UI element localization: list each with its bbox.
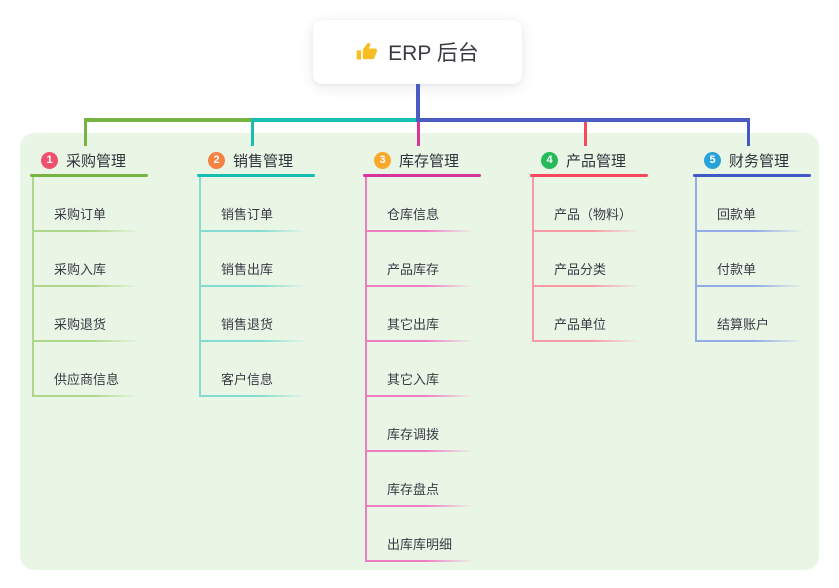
child-node[interactable]: 采购退货 xyxy=(32,287,142,342)
branch-label: 产品管理 xyxy=(566,152,627,170)
child-label: 客户信息 xyxy=(221,372,274,387)
child-node[interactable]: 仓库信息 xyxy=(365,177,475,232)
bus-segment-left xyxy=(84,118,252,122)
child-node[interactable]: 结算账户 xyxy=(695,287,805,342)
child-label: 采购订单 xyxy=(54,207,107,222)
branch-finance-management: 5 财务管理 回款单 付款单 结算账户 xyxy=(693,122,823,342)
branch-label: 财务管理 xyxy=(729,152,790,170)
branch-product-management: 4 产品管理 产品（物料） 产品分类 产品单位 xyxy=(530,122,660,342)
child-label: 结算账户 xyxy=(717,317,770,332)
child-label: 库存调拨 xyxy=(387,427,440,442)
child-label: 采购入库 xyxy=(54,262,107,277)
child-label: 回款单 xyxy=(717,207,757,222)
branch-label: 库存管理 xyxy=(399,152,460,170)
branch-drop-line xyxy=(584,122,587,146)
branch-label: 采购管理 xyxy=(66,152,127,170)
branch-header[interactable]: 2 销售管理 xyxy=(197,146,327,174)
branch-header[interactable]: 1 采购管理 xyxy=(30,146,160,174)
branch-underline xyxy=(693,174,811,177)
child-label: 产品库存 xyxy=(387,262,440,277)
branch-drop-line xyxy=(417,122,420,146)
root-node[interactable]: ERP 后台 xyxy=(313,20,522,84)
child-label: 付款单 xyxy=(717,262,757,277)
bus-segment-right xyxy=(416,118,750,122)
child-node[interactable]: 产品单位 xyxy=(532,287,642,342)
child-label: 销售退货 xyxy=(221,317,274,332)
branch-sales-management: 2 销售管理 销售订单 销售出库 销售退货 客户信息 xyxy=(197,122,327,397)
child-node[interactable]: 其它出库 xyxy=(365,287,475,342)
branch-drop-line xyxy=(747,122,750,146)
child-label: 仓库信息 xyxy=(387,207,440,222)
branch-number-badge: 2 xyxy=(208,151,225,169)
branch-underline xyxy=(363,174,481,177)
child-label: 库存盘点 xyxy=(387,482,440,497)
branch-drop-line xyxy=(84,122,87,146)
child-label: 销售订单 xyxy=(221,207,274,222)
child-node[interactable]: 付款单 xyxy=(695,232,805,287)
branch-underline xyxy=(530,174,648,177)
child-label: 销售出库 xyxy=(221,262,274,277)
child-node[interactable]: 产品库存 xyxy=(365,232,475,287)
child-label: 采购退货 xyxy=(54,317,107,332)
mindmap-canvas-panel xyxy=(20,133,819,570)
trunk-line xyxy=(416,84,420,122)
child-label: 供应商信息 xyxy=(54,372,120,387)
child-label: 出库库明细 xyxy=(387,537,453,552)
child-label: 其它出库 xyxy=(387,317,440,332)
child-node[interactable]: 产品分类 xyxy=(532,232,642,287)
child-node[interactable]: 其它入库 xyxy=(365,342,475,397)
child-label: 其它入库 xyxy=(387,372,440,387)
branch-underline xyxy=(197,174,315,177)
child-node[interactable]: 销售出库 xyxy=(199,232,309,287)
child-node[interactable]: 采购订单 xyxy=(32,177,142,232)
child-node[interactable]: 出库库明细 xyxy=(365,507,475,562)
child-node[interactable]: 客户信息 xyxy=(199,342,309,397)
branch-number-badge: 1 xyxy=(41,151,58,169)
root-label: ERP 后台 xyxy=(388,42,479,65)
child-node[interactable]: 产品（物料） xyxy=(532,177,642,232)
branch-header[interactable]: 5 财务管理 xyxy=(693,146,823,174)
child-label: 产品（物料） xyxy=(554,207,633,222)
child-node[interactable]: 供应商信息 xyxy=(32,342,142,397)
child-node[interactable]: 采购入库 xyxy=(32,232,142,287)
child-node[interactable]: 销售订单 xyxy=(199,177,309,232)
child-node[interactable]: 回款单 xyxy=(695,177,805,232)
branch-number-badge: 4 xyxy=(541,151,558,169)
bus-segment-middle xyxy=(251,118,418,122)
child-node[interactable]: 库存盘点 xyxy=(365,452,475,507)
thumbs-up-icon xyxy=(356,41,378,63)
branch-purchase-management: 1 采购管理 采购订单 采购入库 采购退货 供应商信息 xyxy=(30,122,160,397)
branch-header[interactable]: 4 产品管理 xyxy=(530,146,660,174)
branch-label: 销售管理 xyxy=(233,152,294,170)
child-node[interactable]: 库存调拨 xyxy=(365,397,475,452)
branch-header[interactable]: 3 库存管理 xyxy=(363,146,493,174)
child-node[interactable]: 销售退货 xyxy=(199,287,309,342)
branch-number-badge: 5 xyxy=(704,151,721,169)
child-label: 产品分类 xyxy=(554,262,607,277)
branch-drop-line xyxy=(251,122,254,146)
child-label: 产品单位 xyxy=(554,317,607,332)
branch-number-badge: 3 xyxy=(374,151,391,169)
branch-inventory-management: 3 库存管理 仓库信息 产品库存 其它出库 其它入库 库存调拨 库存盘点 出库库… xyxy=(363,122,493,562)
branch-underline xyxy=(30,174,148,177)
